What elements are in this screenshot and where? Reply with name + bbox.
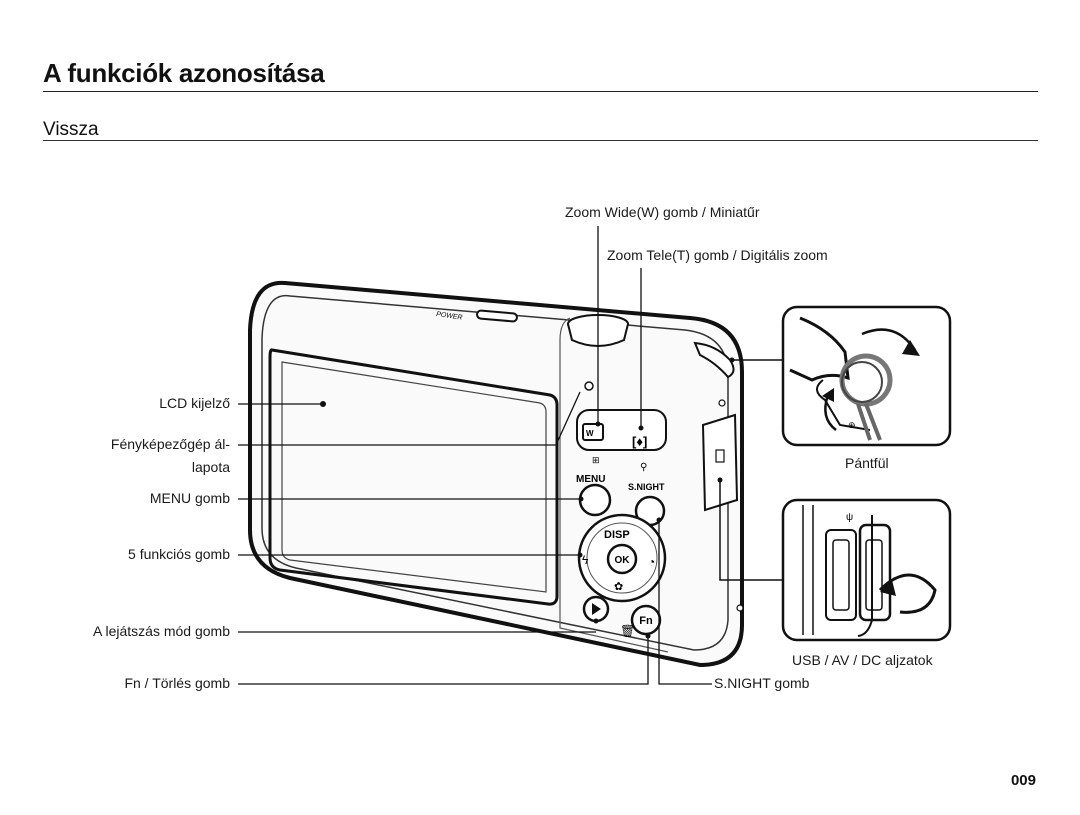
label-playback: A lejátszás mód gomb	[93, 623, 230, 639]
svg-text:W: W	[586, 429, 594, 438]
camera-body	[248, 280, 744, 668]
timer-icon: ◔	[648, 555, 655, 569]
flash-icon: ϟ	[582, 553, 589, 567]
strap-inset: ⊕	[781, 305, 952, 447]
svg-text:OK: OK	[615, 555, 631, 566]
label-fn-delete: Fn / Törlés gomb	[124, 675, 230, 691]
thumbnail-icon: ⊞	[592, 455, 600, 465]
ports-inset: ψ	[781, 498, 952, 642]
menu-button[interactable]	[578, 483, 612, 517]
title-rule	[43, 91, 1038, 92]
status-lamp	[584, 381, 594, 391]
page-number: 009	[1010, 772, 1036, 789]
label-status-lamp-2: lapota	[191, 459, 230, 475]
svg-text:⊕: ⊕	[848, 420, 856, 430]
zoom-tele-button[interactable]: [♦]	[632, 434, 647, 449]
snight-marking: S.NIGHT	[628, 482, 665, 492]
subtitle-rule	[43, 140, 1038, 141]
svg-text:Fn: Fn	[639, 615, 653, 627]
trash-icon: 🗑	[620, 624, 635, 638]
label-zoom-wide: Zoom Wide(W) gomb / Miniatűr	[565, 204, 760, 220]
label-menu: MENU gomb	[149, 490, 230, 506]
menu-marking: MENU	[576, 474, 605, 485]
zoom-tele-icon: [♦]	[632, 434, 647, 449]
section-subtitle: Vissza	[43, 119, 99, 140]
page-title: A funkciók azonosítása	[43, 58, 325, 88]
leader-dots	[577, 357, 735, 639]
lcd-screen	[268, 348, 559, 606]
macro-icon: ✿	[614, 581, 623, 593]
zoom-wide-button[interactable]: W	[582, 423, 604, 441]
port-cover[interactable]	[701, 413, 739, 512]
power-button[interactable]	[476, 309, 518, 323]
svg-text:ψ: ψ	[846, 512, 853, 523]
inset-connectors	[719, 359, 783, 581]
label-ports: USB / AV / DC aljzatok	[792, 652, 933, 668]
label-strap: Pántfül	[845, 455, 889, 471]
lcd-pointer-dot	[320, 401, 326, 407]
strap-lug	[693, 341, 735, 379]
label-zoom-tele: Zoom Tele(T) gomb / Digitális zoom	[607, 247, 828, 263]
magnifier-icon: ⚲	[640, 462, 647, 473]
screw	[718, 399, 726, 407]
label-five-function: 5 funkciós gomb	[128, 546, 230, 562]
label-status-lamp-1: Fényképezőgép ál-	[110, 436, 230, 452]
leader-lines	[238, 226, 712, 685]
playback-button[interactable]	[582, 595, 610, 623]
power-marking: POWER	[436, 311, 463, 322]
label-snight: S.NIGHT gomb	[714, 675, 810, 691]
disp-marking: DISP	[604, 529, 630, 541]
ok-button[interactable]: OK	[606, 543, 638, 575]
fn-button[interactable]: Fn	[630, 604, 662, 636]
screw	[736, 604, 744, 612]
label-lcd: LCD kijelző	[159, 395, 230, 411]
